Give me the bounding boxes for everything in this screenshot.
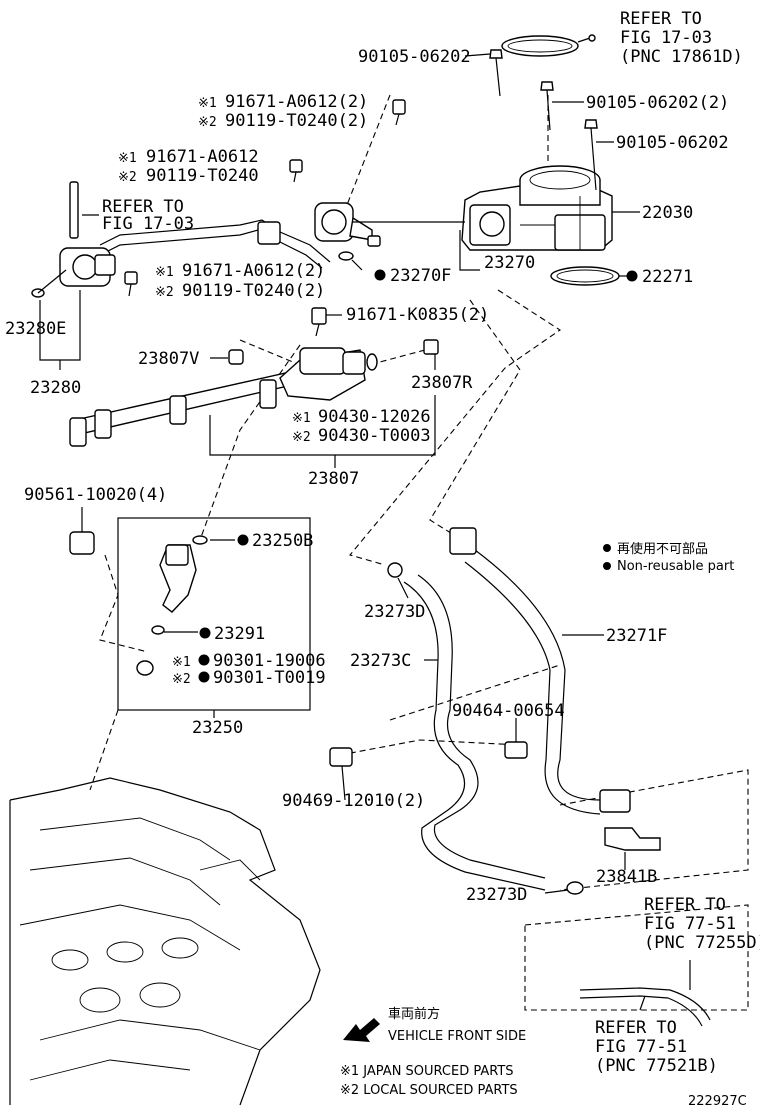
fuel-hose-23271f[interactable] [449,527,631,815]
mark-2-top: ※2 [198,115,217,130]
label-90119-t0240-2-top: 90119-T0240(2) [225,111,368,131]
ref-fig-77-51-a-l3: (PNC 77255D) [644,933,760,953]
mark-1-rail: ※1 [292,411,311,426]
label-23841b: 23841B [596,867,657,887]
mark-2-mid: ※2 [118,170,137,185]
legend-japan-parts: ※1 JAPAN SOURCED PARTS [340,1064,514,1079]
reference-labels: REFER TO FIG 17-03 (PNC 17861D) REFER TO… [102,9,760,1076]
lower-ref-pipe[interactable] [579,987,711,1027]
label-90464-00654: 90464-00654 [452,701,565,721]
front-direction-legend: 車両前方 VEHICLE FRONT SIDE ※1 JAPAN SOURCED… [340,1006,526,1098]
label-90301-t0019: 90301-T0019 [213,668,326,688]
label-90105-06202-b: 90105-06202 [616,133,729,153]
gasket-ring-top[interactable] [501,34,596,57]
ref-fig-77-51-b-l1: REFER TO [595,1018,677,1038]
label-23807: 23807 [308,469,359,489]
engine-block-outline [9,777,321,1106]
legend-non-reuse-en: Non-reusable part [617,559,734,574]
ref-fig-77-51-b-l2: FIG 77-51 [595,1037,687,1057]
front-arrow-icon [343,1018,380,1042]
label-90301-19006: 90301-19006 [213,651,326,671]
ref-fig-77-51-b-l3: (PNC 77521B) [595,1056,718,1076]
mark-2-rail: ※2 [292,430,311,445]
label-23280e: 23280E [5,319,66,339]
part-number-labels[interactable]: 90105-06202 90105-06202(2) 90105-06202 2… [5,47,729,905]
mark-2-inj: ※2 [172,672,191,687]
label-90469-12010-2: 90469-12010(2) [282,791,425,811]
label-23280: 23280 [30,378,81,398]
non-reusable-bullets [198,269,638,683]
bolts-90105[interactable] [489,49,598,191]
fuel-hose-23273c[interactable] [387,562,584,895]
label-90430-t0003: 90430-T0003 [318,426,431,446]
label-23807r: 23807R [411,373,473,393]
label-23270: 23270 [484,253,535,273]
label-22030: 22030 [642,203,693,223]
valve-23270[interactable] [314,202,465,261]
label-90119-t0240-2-mid: 90119-T0240(2) [182,281,325,301]
label-23250: 23250 [192,718,243,738]
fuel-pressure-pipe[interactable] [69,181,331,269]
ref-fig-17-03-left-l1: REFER TO [102,197,184,217]
mark-2-low: ※2 [155,285,174,300]
throttle-gasket-22271[interactable] [550,266,620,286]
leader-lines [39,53,691,1011]
ref-fig-17-03-top-l2: FIG 17-03 [620,28,712,48]
label-23250b: 23250B [252,531,313,551]
label-22271: 22271 [642,267,693,287]
hose-clips[interactable] [329,741,661,851]
dashed-reference-lines [89,94,749,1011]
label-90561-10020-4: 90561-10020(4) [24,485,167,505]
small-bolts[interactable] [124,99,406,337]
mark-1-mid: ※1 [118,151,137,166]
label-23273d-b: 23273D [466,885,527,905]
ref-fig-17-03-top-l3: (PNC 17861D) [620,47,743,67]
label-91671-a0612: 91671-A0612 [146,147,259,167]
non-reusable-legend: 再使用不可部品 Non-reusable part [617,541,734,574]
ref-fig-77-51-a-l1: REFER TO [644,895,726,915]
label-23807v: 23807V [138,349,199,369]
throttle-body-22030[interactable] [461,165,613,251]
legend-front-en: VEHICLE FRONT SIDE [388,1029,526,1044]
figure-id: 222927C [688,1094,747,1109]
label-23291: 23291 [214,624,265,644]
legend-non-reuse-jp: 再使用不可部品 [617,541,708,557]
label-90105-06202-a: 90105-06202 [358,47,471,67]
mark-1-low: ※1 [155,265,174,280]
label-90430-12026: 90430-12026 [318,407,431,427]
legend-front-jp: 車両前方 [388,1006,440,1022]
label-23273c: 23273C [350,651,411,671]
label-90119-t0240: 90119-T0240 [146,166,259,186]
label-23273d-a: 23273D [364,602,425,622]
ref-fig-77-51-a-l2: FIG 77-51 [644,914,736,934]
pulsation-damper-23280[interactable] [31,247,116,298]
label-90105-06202-2: 90105-06202(2) [586,93,729,113]
ref-fig-17-03-left-l2: FIG 17-03 [102,214,194,234]
fuel-delivery-rail-23807[interactable] [69,339,439,447]
mark-1-inj: ※1 [172,655,191,670]
label-91671-a0612-2-top: 91671-A0612(2) [225,92,368,112]
legend-local-parts: ※2 LOCAL SOURCED PARTS [340,1083,518,1098]
label-23270f: 23270F [390,266,451,286]
ref-fig-17-03-top-l1: REFER TO [620,9,702,29]
label-91671-k0835-2: 91671-K0835(2) [346,305,489,325]
label-91671-a0612-2-mid: 91671-A0612(2) [182,261,325,281]
label-23271f: 23271F [606,626,667,646]
mark-1-top: ※1 [198,96,217,111]
